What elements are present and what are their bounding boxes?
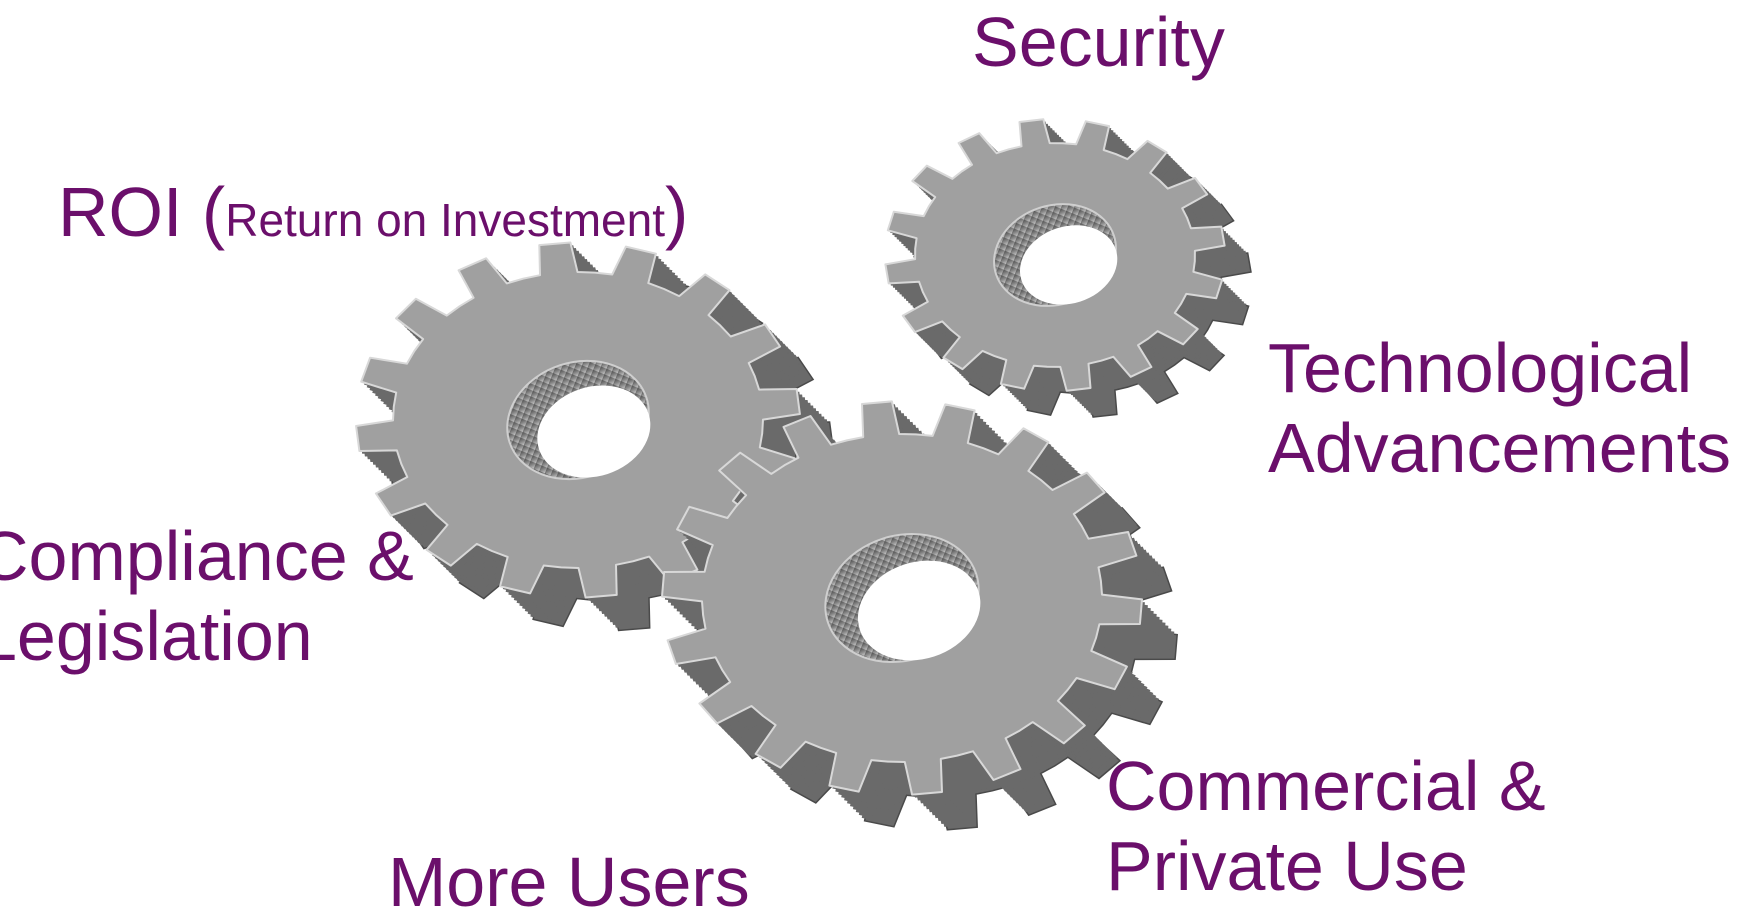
label-roi-detail: Return on Investment xyxy=(225,194,666,246)
label-compliance-line1: Compliance & xyxy=(0,517,414,595)
gear-bottom xyxy=(661,400,1179,831)
gear-bottom-hole xyxy=(857,560,981,661)
label-technological-advancements: Technological Advancements xyxy=(1268,328,1731,488)
label-compliance-legislation: Compliance & Legislation xyxy=(0,516,414,676)
label-roi-prefix: ROI ( xyxy=(58,173,226,251)
label-roi-suffix: ) xyxy=(665,173,689,251)
gear-top-right xyxy=(884,118,1252,418)
label-more-users-text: More Users xyxy=(388,843,750,921)
gear-top-right-hole xyxy=(1019,225,1118,305)
label-tech-line2: Advancements xyxy=(1268,409,1732,487)
label-roi: ROI (Return on Investment) xyxy=(58,172,688,260)
label-commercial-private-use: Commercial & Private Use xyxy=(1106,746,1546,906)
label-security: Security xyxy=(972,2,1225,82)
label-tech-line1: Technological xyxy=(1268,329,1693,407)
label-commercial-line1: Commercial & xyxy=(1106,747,1546,825)
label-more-users: More Users xyxy=(388,842,750,922)
label-security-text: Security xyxy=(972,3,1225,81)
gear-left-hole xyxy=(537,385,651,478)
label-commercial-line2: Private Use xyxy=(1106,827,1468,905)
label-compliance-line2: Legislation xyxy=(0,597,313,675)
